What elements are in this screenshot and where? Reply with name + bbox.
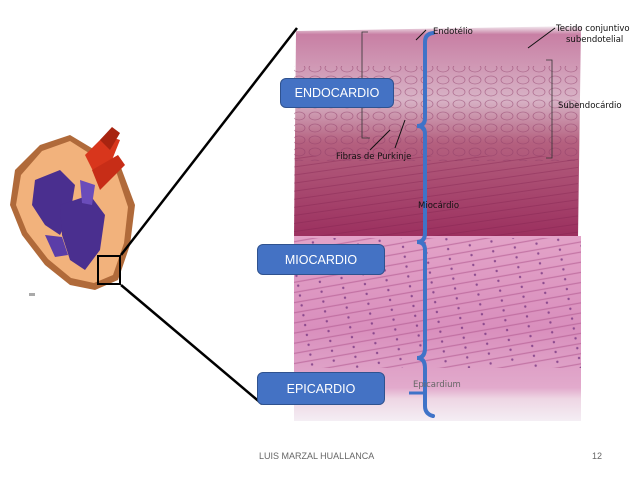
tecido-annotation-line1: Tecido conjuntivo: [556, 24, 630, 34]
page-number: 12: [592, 451, 603, 461]
heart-illustration: [10, 127, 135, 296]
zoom-region-box: [97, 255, 121, 285]
purkinje-annotation: Fibras de Purkinje: [336, 152, 412, 162]
layer-brace: [409, 31, 435, 418]
endocardio-label: ENDOCARDIO: [280, 78, 394, 108]
epicardio-label: EPICARDIO: [257, 372, 385, 405]
miocardio-annotation: Miocárdio: [418, 201, 460, 211]
epicardium-annotation: Epicardium: [413, 380, 461, 390]
miocardio-label: MIOCARDIO: [257, 244, 385, 275]
tecido-annotation-line2: subendotelial: [566, 35, 624, 45]
footer-author: LUIS MARZAL HUALLANCA: [259, 451, 375, 461]
subendocardio-annotation: Subendocárdio: [558, 101, 622, 111]
endotelio-annotation: Endotélio: [433, 27, 473, 37]
